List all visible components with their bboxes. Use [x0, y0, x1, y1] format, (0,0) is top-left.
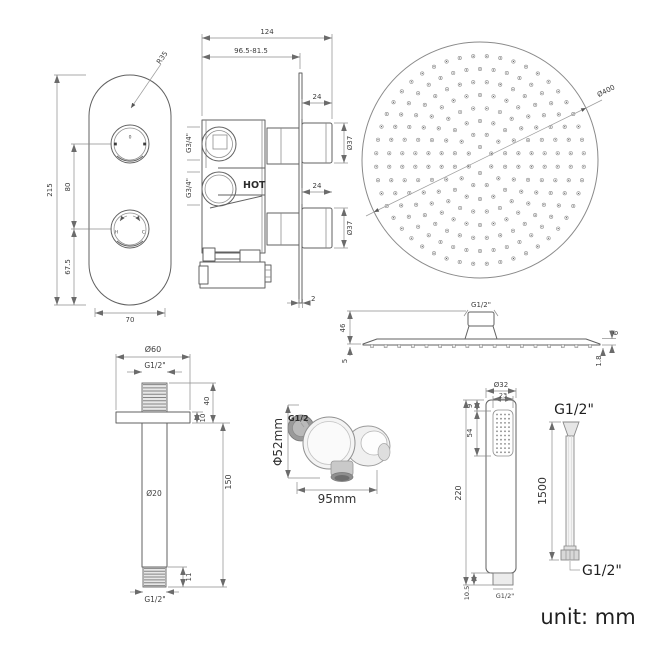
valve-front-view: 0 H C 215 80 67.5 70 [46, 50, 172, 324]
port-bottom-thread: G3/4" [185, 178, 193, 198]
valve-side-view: HOT 124 96.5-81.5 24 [185, 28, 354, 308]
dim-corner-radius: R35 [155, 50, 169, 66]
dim-tube-dia: Ø20 [146, 489, 162, 498]
trim-sleeve-bottom [301, 207, 333, 249]
head-profile [362, 338, 601, 346]
head-side-dimensions: 46 5 6 1.8 [339, 310, 620, 367]
dim-hand-top: 9 [466, 404, 474, 408]
dim-trim-len-top: 24 [313, 93, 322, 101]
hose-dimensions: 1500 [536, 421, 561, 561]
dim-arm-bottom-len: 11 [185, 573, 193, 582]
head-thread-label: G1/2" [471, 301, 491, 309]
arm-top-thread [141, 382, 168, 413]
arm-flange [115, 411, 191, 424]
dim-head-diameter: Ø400 [596, 83, 616, 99]
hose-bottom-thread-label: G1/2" [582, 563, 622, 579]
dim-elbow-depth: 95mm [318, 492, 357, 506]
shower-head-side-view: G1/2" 46 5 6 1.8 [339, 301, 620, 367]
dim-plate-thickness: 2 [311, 295, 315, 303]
ceiling-arm-view: Ø60 G1/2" 10 40 150 Ø20 11 G1/2" [115, 344, 233, 604]
dim-head-height: 46 [339, 323, 347, 332]
dim-depth: 124 [260, 28, 274, 36]
port-top-thread: G3/4" [185, 133, 193, 153]
hand-shower-face [492, 409, 514, 457]
wall-plate [298, 72, 303, 304]
dim-knob-spacing: 80 [64, 183, 72, 192]
dim-head-thickness: 1.8 [595, 355, 603, 366]
knob-cold-mark: C [142, 230, 145, 236]
valve-body [201, 119, 266, 254]
dim-face-height: 54 [466, 428, 474, 437]
head-connector [464, 325, 498, 340]
dim-trim-dia-bot: Ø37 [346, 221, 354, 235]
arm-bottom-thread-label: G1/2" [144, 595, 165, 604]
head-thread-cap [467, 311, 495, 327]
valve-side-dimensions: 124 96.5-81.5 24 Ø37 24 Ø37 2 G3 [185, 28, 354, 308]
unit-note: unit: mm [540, 605, 635, 629]
dim-bottom-offset: 67.5 [64, 259, 72, 275]
knob-hot-mark: H [115, 230, 118, 236]
dim-flange-dia: Ø60 [145, 344, 161, 354]
dim-hand-length: 220 [454, 485, 463, 500]
shower-hose-view: G1/2" G1/2" 1500 [536, 402, 622, 579]
hose-top-thread-label: G1/2" [554, 402, 594, 418]
dim-arm-length: 150 [224, 474, 233, 489]
dim-trim-len-bot: 24 [313, 182, 322, 190]
hand-shower-view: Ø32 23 9 54 220 10.5 G1/2" [454, 381, 517, 600]
dim-arm-top-len: 40 [203, 397, 211, 406]
hand-thread-label: G1/2" [496, 592, 515, 600]
dim-face-width: 23 [499, 392, 507, 400]
arm-dimensions: Ø60 G1/2" 10 40 150 Ø20 11 G1/2" [115, 344, 233, 604]
trim-sleeve-top [301, 122, 333, 164]
valve-front-dimensions: 215 80 67.5 70 R35 [46, 50, 170, 324]
dim-head-edge: 6 [612, 330, 620, 335]
inlet-port-top [201, 126, 237, 162]
dim-height: 215 [46, 183, 54, 196]
hose-tube [565, 435, 575, 551]
hand-shower-outlet [492, 572, 514, 586]
arm-top-thread-label: G1/2" [144, 361, 165, 370]
hot-label: HOT [243, 180, 266, 191]
nozzle-row [370, 344, 592, 348]
dim-trim-dia-top: Ø37 [346, 136, 354, 150]
dim-hand-outlet: 10.5 [463, 586, 471, 600]
valve-faceplate [88, 74, 172, 306]
dim-elbow-dia: Φ52mm [271, 418, 285, 466]
dim-hose-length: 1500 [536, 477, 549, 505]
outlet-elbow-view: G1/2 Φ52mm 95mm [271, 404, 391, 506]
elbow-dimensions: G1/2 Φ52mm 95mm [271, 404, 378, 506]
hand-shower-nozzles [496, 413, 510, 454]
hose-top-fitting [562, 421, 580, 437]
dim-wall-range: 96.5-81.5 [234, 47, 268, 55]
dim-hand-dia: Ø32 [494, 381, 508, 389]
elbow-thread-label: G1/2 [288, 414, 309, 423]
dim-flange-thickness: 10 [199, 414, 207, 423]
hand-shower-body [485, 399, 517, 574]
dim-width: 70 [126, 316, 135, 324]
dim-head-nozzle: 5 [341, 359, 349, 363]
holder-hook [377, 443, 391, 461]
knob-zero-mark: 0 [129, 135, 132, 141]
arm-bottom-thread [142, 566, 167, 588]
shower-head-top-view: Ø400 [361, 41, 616, 279]
hand-shower-dimensions: Ø32 23 9 54 220 10.5 G1/2" [454, 381, 517, 600]
